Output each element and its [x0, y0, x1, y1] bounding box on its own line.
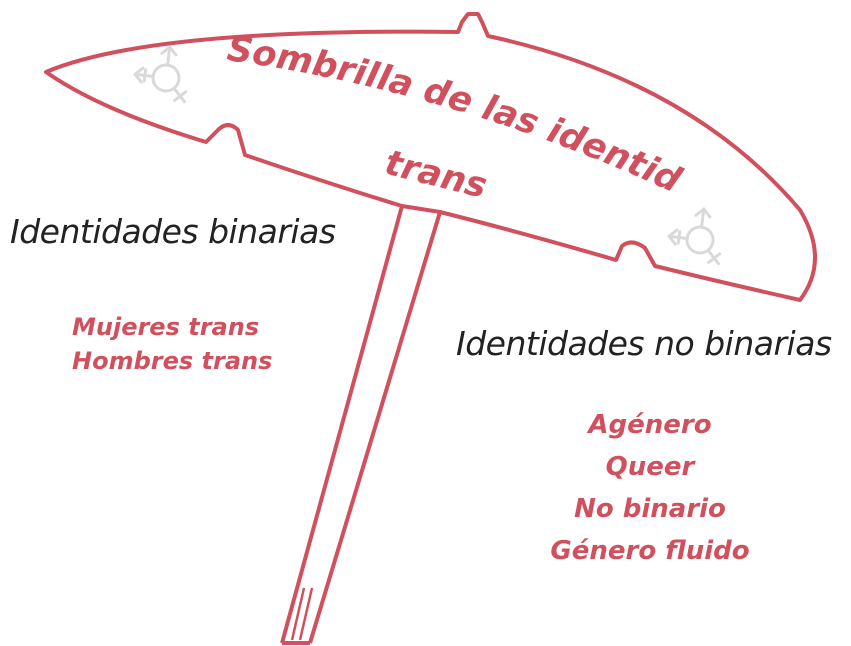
umbrella-canopy — [44, 12, 817, 302]
list-item: No binario — [574, 494, 726, 524]
binary-identities-heading: Identidades binarias — [10, 212, 336, 251]
umbrella-pole — [280, 205, 442, 645]
transgender-symbol-icon — [667, 207, 738, 279]
umbrella-title-line2: trans — [381, 143, 491, 207]
umbrella-pole-tip — [290, 587, 314, 641]
nonbinary-identities-heading: Identidades no binarias — [456, 324, 832, 363]
list-item: Queer — [605, 452, 695, 482]
umbrella-title: Sombrilla de las identidades — [0, 0, 688, 201]
nonbinary-identities-list: Agénero Queer No binario Género fluido — [540, 404, 760, 572]
list-item: Agénero — [588, 410, 712, 440]
list-item: Hombres trans — [72, 347, 273, 375]
list-item: Género fluido — [550, 536, 750, 566]
binary-identities-list: Mujeres trans Hombres trans — [72, 310, 272, 378]
transgender-symbol-icon — [133, 45, 204, 117]
list-item: Mujeres trans — [72, 313, 260, 341]
